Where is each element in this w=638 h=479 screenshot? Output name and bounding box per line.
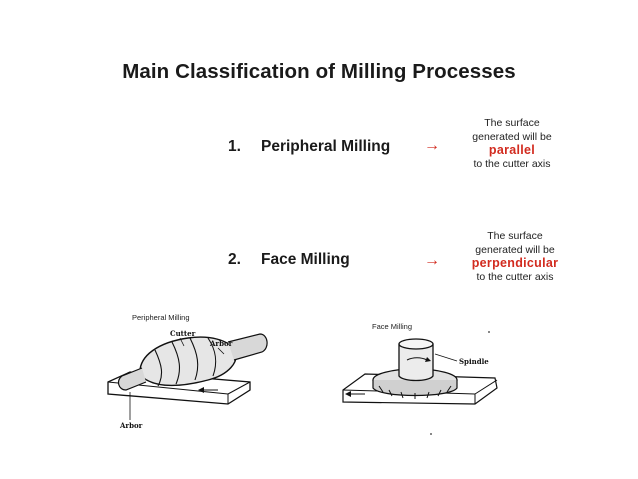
desc-line: generated will be	[475, 243, 555, 256]
desc-highlight-perpendicular: perpendicular	[471, 256, 559, 270]
rotation-arrow	[406, 357, 428, 361]
cutter-flute	[154, 349, 163, 387]
cutter-flute	[189, 337, 199, 381]
desc-line: The surface	[487, 230, 543, 242]
stray-mark	[488, 331, 490, 333]
item-label-face-milling: Face Milling	[261, 251, 350, 268]
spindle-body	[398, 344, 434, 382]
arrow-icon: →	[424, 137, 440, 154]
spindle-top	[398, 338, 434, 350]
stray-mark	[430, 433, 432, 435]
arrow-icon: →	[424, 252, 440, 269]
desc-line: to the cutter axis	[473, 157, 551, 170]
item-number-2: 2.	[228, 251, 241, 268]
peripheral-milling-illustration: Cutter Arbor Arbor	[107, 329, 268, 430]
rotation-arrow-head	[425, 357, 431, 362]
desc-line: to the cutter axis	[476, 270, 554, 283]
spindle-label: Spindle	[459, 357, 489, 366]
slide-title: Main Classification of Milling Processes	[122, 60, 516, 83]
peripheral-milling-caption: Peripheral Milling	[132, 313, 190, 322]
arbor-label-top: Arbor	[209, 339, 233, 348]
arbor-label-bottom: Arbor	[119, 421, 143, 430]
cutter-flute	[207, 337, 217, 377]
face-feed-arrow-head	[345, 391, 351, 397]
desc-line: The surface	[484, 117, 540, 129]
cutter-flute	[171, 341, 181, 385]
cutter-label: Cutter	[170, 329, 196, 338]
desc-line: generated will be	[472, 130, 552, 143]
arbor-right	[227, 333, 268, 361]
face-milling-illustration: Spindle	[342, 331, 498, 435]
desc-highlight-parallel: parallel	[488, 143, 536, 157]
description-peripheral: The surface generated will be parallel t…	[437, 117, 587, 171]
item-number-1: 1.	[228, 138, 241, 155]
cutter-leader	[179, 337, 185, 347]
arbor-left	[117, 367, 147, 391]
arbor-leader-top	[217, 347, 225, 355]
item-label-peripheral-milling: Peripheral Milling	[261, 138, 391, 155]
spindle-leader	[434, 353, 458, 362]
face-workpiece-edge	[474, 379, 498, 395]
face-milling-caption: Face Milling	[372, 322, 413, 331]
description-face: The surface generated will be perpendicu…	[440, 230, 590, 284]
workpiece-edge	[227, 381, 251, 395]
face-cutter-teeth	[378, 385, 452, 399]
feed-arrow-head	[198, 387, 204, 393]
